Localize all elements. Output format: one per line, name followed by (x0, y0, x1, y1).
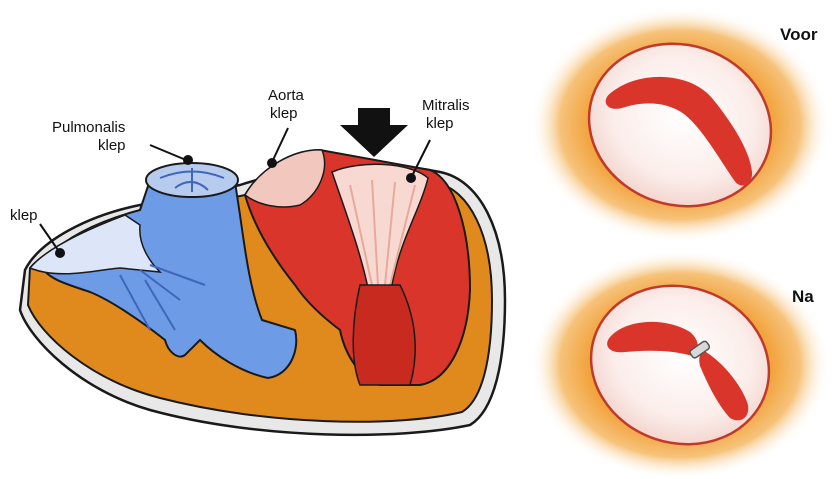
pulmonalis-label-line1: Pulmonalis (52, 119, 125, 136)
papillary-muscle (353, 285, 415, 385)
valve-after-panel (530, 250, 830, 479)
after-title: Na (792, 287, 814, 306)
aorta-label-line1: Aorta (268, 87, 305, 104)
mitral-valve-marker (406, 173, 416, 183)
mitralis-label-line2: klep (426, 115, 454, 132)
heart-illustration (20, 108, 505, 435)
pulmonary-leader-line (150, 145, 186, 160)
aorta-leader-line (273, 128, 288, 160)
before-title: Voor (780, 25, 818, 44)
mitralis-label-line1: Mitralis (422, 97, 470, 114)
down-arrow-icon (340, 108, 408, 157)
pulmonalis-label-line2: klep (98, 137, 126, 154)
aortic-valve-marker (267, 158, 277, 168)
aorta-label-line2: klep (270, 105, 298, 122)
klep-label: klep (10, 207, 38, 224)
